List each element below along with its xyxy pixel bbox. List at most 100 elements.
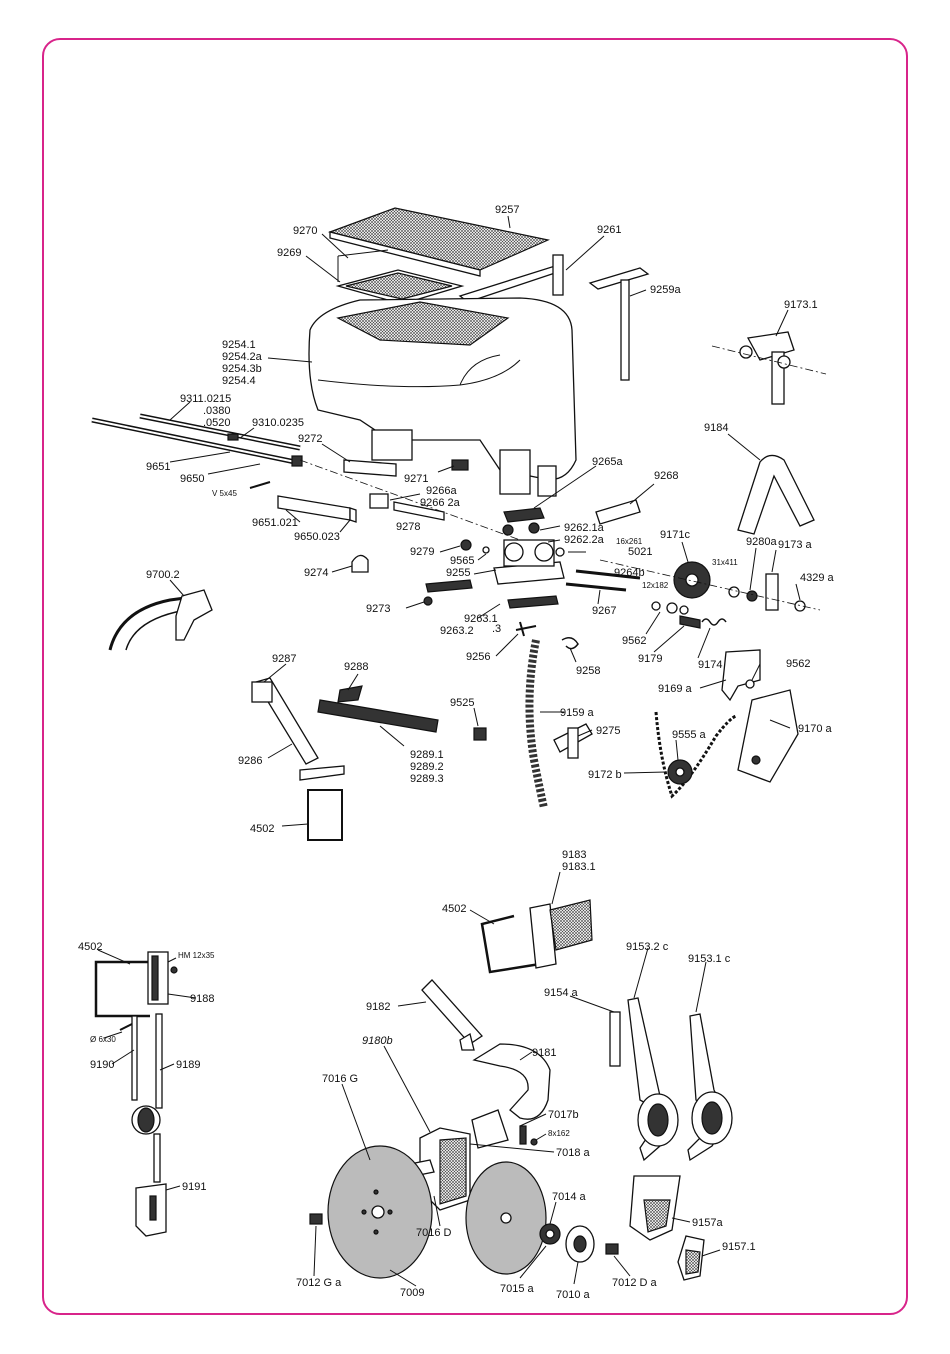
ubolt-4502-left bbox=[94, 960, 150, 1018]
bar-9266a bbox=[393, 501, 445, 521]
label-7014a: 7014 a bbox=[552, 1191, 587, 1203]
label-9254-1: 9254.1 bbox=[222, 339, 256, 351]
label-9174: 9174 bbox=[698, 659, 722, 671]
label-v5x45: V 5x45 bbox=[212, 489, 237, 498]
label-9278: 9278 bbox=[396, 521, 420, 533]
label-4502-left: 4502 bbox=[78, 941, 102, 953]
cover-9265a bbox=[503, 507, 545, 523]
label-7017b: 7017b bbox=[548, 1109, 579, 1121]
label-9565: 9565 bbox=[450, 555, 474, 567]
disc-7009-left bbox=[327, 1145, 433, 1279]
page-border bbox=[42, 38, 908, 1315]
label-9268: 9268 bbox=[654, 470, 678, 482]
label-9258: 9258 bbox=[576, 665, 600, 677]
label-9153-1c: 9153.1 c bbox=[688, 953, 731, 965]
bearing-7015a bbox=[539, 1223, 561, 1245]
label-7012Da: 7012 D a bbox=[612, 1277, 658, 1289]
ubolt-4502 bbox=[307, 789, 343, 841]
label-9650-023: 9650.023 bbox=[294, 531, 340, 543]
label-9191: 9191 bbox=[182, 1181, 206, 1193]
label-9286: 9286 bbox=[238, 755, 262, 767]
label-4502-right: 4502 bbox=[442, 903, 466, 915]
label-9288: 9288 bbox=[344, 661, 368, 673]
label-9262-2a: 9262.2a bbox=[564, 534, 605, 546]
label-9270: 9270 bbox=[293, 225, 317, 237]
label-9310-0235: 9310.0235 bbox=[252, 417, 304, 429]
label-9289-1: 9289.1 bbox=[410, 749, 444, 761]
agitator-shaft-9259a bbox=[588, 267, 650, 381]
label-9266-2a: 9266 2a bbox=[420, 497, 461, 509]
bracket-9173-1 bbox=[739, 331, 795, 405]
label-9700-2: 9700.2 bbox=[146, 569, 180, 581]
label-9269: 9269 bbox=[277, 247, 301, 259]
label-9651-021: 9651.021 bbox=[252, 517, 298, 529]
bracket-9268 bbox=[595, 499, 641, 525]
label-9562-upper: 9562 bbox=[622, 635, 646, 647]
spring-9181 bbox=[472, 1043, 551, 1120]
shaft-9311 bbox=[139, 413, 301, 451]
label-9255: 9255 bbox=[446, 567, 470, 579]
label-9262-1a: 9262.1a bbox=[564, 522, 605, 534]
label-9171c: 9171c bbox=[660, 529, 690, 541]
label-9287: 9287 bbox=[272, 653, 296, 665]
shoe-9157-1 bbox=[677, 1235, 705, 1281]
bracket-9173a bbox=[765, 573, 779, 611]
label-12x182: 12x182 bbox=[642, 581, 669, 590]
label-9275: 9275 bbox=[596, 725, 620, 737]
tine-9153-1c bbox=[687, 1013, 733, 1162]
bracket-9169a bbox=[721, 649, 761, 702]
label-9311-0215: 9311.0215 bbox=[180, 393, 231, 405]
label-9257: 9257 bbox=[495, 204, 519, 216]
label-7009: 7009 bbox=[400, 1287, 424, 1299]
label-9263-3: .3 bbox=[492, 623, 501, 635]
label-8x162: 8x162 bbox=[548, 1129, 570, 1138]
bracket-7017b bbox=[471, 1109, 538, 1149]
label-9263-2: 9263.2 bbox=[440, 625, 474, 637]
label-0520: .0520 bbox=[203, 417, 231, 429]
label-9179: 9179 bbox=[638, 653, 662, 665]
label-9256: 9256 bbox=[466, 651, 490, 663]
label-31x411: 31x411 bbox=[712, 558, 738, 567]
centerline-9173-1 bbox=[711, 345, 827, 375]
label-9157-1: 9157.1 bbox=[722, 1241, 756, 1253]
label-9274: 9274 bbox=[304, 567, 328, 579]
label-9190: 9190 bbox=[90, 1059, 114, 1071]
label-9555a: 9555 a bbox=[672, 729, 707, 741]
label-9289-2: 9289.2 bbox=[410, 761, 444, 773]
label-9159a: 9159 a bbox=[560, 707, 595, 719]
tee-9275 bbox=[553, 723, 593, 759]
label-hm12x35: HM 12x35 bbox=[178, 951, 215, 960]
bolt-9273 bbox=[423, 596, 433, 606]
clamp-9183 bbox=[529, 899, 593, 969]
label-9525: 9525 bbox=[450, 697, 474, 709]
centerline-shaft bbox=[299, 459, 521, 541]
tine-holder-9191 bbox=[135, 1183, 167, 1237]
ring-4329a bbox=[794, 600, 806, 612]
clamp-9288 bbox=[317, 685, 439, 733]
washers-12x182 bbox=[651, 601, 689, 615]
label-9154a: 9154 a bbox=[544, 987, 579, 999]
gear-9279 bbox=[460, 539, 472, 551]
plate-9170a bbox=[737, 689, 799, 783]
label-7016G: 7016 G bbox=[322, 1073, 358, 1085]
hub-7010a bbox=[565, 1225, 595, 1263]
label-9254-3b: 9254.3b bbox=[222, 363, 262, 375]
label-9280a: 9280a bbox=[746, 536, 777, 548]
label-9183-1: 9183.1 bbox=[562, 861, 596, 873]
label-9279: 9279 bbox=[410, 546, 434, 558]
knob-9271 bbox=[451, 459, 469, 471]
label-9188: 9188 bbox=[190, 993, 214, 1005]
clamp-9188 bbox=[147, 951, 178, 1005]
label-4502-mid: 4502 bbox=[250, 823, 274, 835]
pin-9565 bbox=[482, 546, 490, 554]
label-5021: 5021 bbox=[628, 546, 652, 558]
label-9183: 9183 bbox=[562, 849, 586, 861]
hopper-body bbox=[308, 297, 577, 497]
shoe-9157a bbox=[629, 1175, 681, 1241]
label-9562-lower: 9562 bbox=[786, 658, 810, 670]
plate-9263 bbox=[425, 579, 559, 609]
chain-9172b bbox=[654, 711, 737, 799]
label-9650: 9650 bbox=[180, 473, 204, 485]
label-9273: 9273 bbox=[366, 603, 390, 615]
cap-9525 bbox=[473, 727, 487, 741]
